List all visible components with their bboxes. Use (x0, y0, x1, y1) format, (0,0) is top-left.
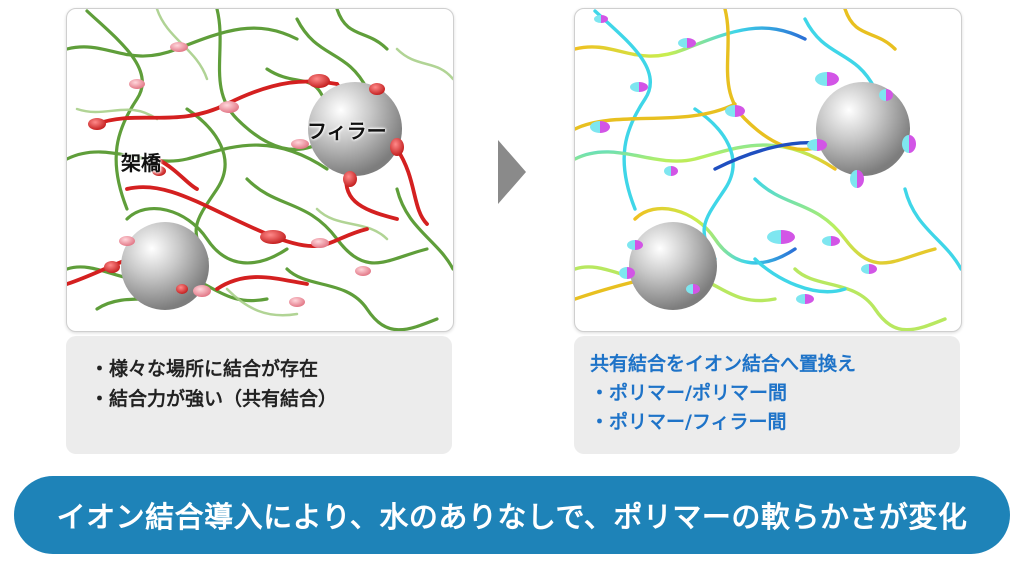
filler-particle-large (816, 82, 910, 176)
note-line: ・結合力が強い（共有結合） (90, 388, 338, 410)
note-line: ・ポリマー/ポリマー間 (590, 382, 787, 404)
ionic-notes: 共有結合をイオン結合へ置換え ・ポリマー/ポリマー間 ・ポリマー/フィラー間 (574, 336, 960, 454)
ionic-bond-nodes (590, 15, 916, 304)
filler-particle-small (121, 222, 209, 310)
ionic-network-illustration (575, 9, 961, 331)
note-line: ・ポリマー/フィラー間 (590, 411, 787, 433)
filler-particle-small (629, 222, 717, 310)
crosslink-label: 架橋 (121, 151, 161, 175)
covalent-network-illustration (67, 9, 453, 331)
summary-banner-text: イオン結合導入により、水のありなしで、ポリマーの軟らかさが変化 (56, 500, 968, 534)
crosslink-nodes (88, 42, 404, 307)
summary-banner: イオン結合導入により、水のありなしで、ポリマーの軟らかさが変化 (14, 476, 1010, 554)
ionic-network-panel (574, 8, 962, 332)
note-line: ・様々な場所に結合が存在 (90, 358, 319, 380)
note-line: 共有結合をイオン結合へ置換え (590, 353, 857, 375)
filler-particle-large (308, 82, 402, 176)
transition-arrow-icon (498, 140, 526, 204)
filler-label: フィラー (307, 119, 387, 143)
covalent-notes: ・様々な場所に結合が存在 ・結合力が強い（共有結合） (66, 336, 452, 454)
covalent-network-panel: 架橋 フィラー (66, 8, 454, 332)
